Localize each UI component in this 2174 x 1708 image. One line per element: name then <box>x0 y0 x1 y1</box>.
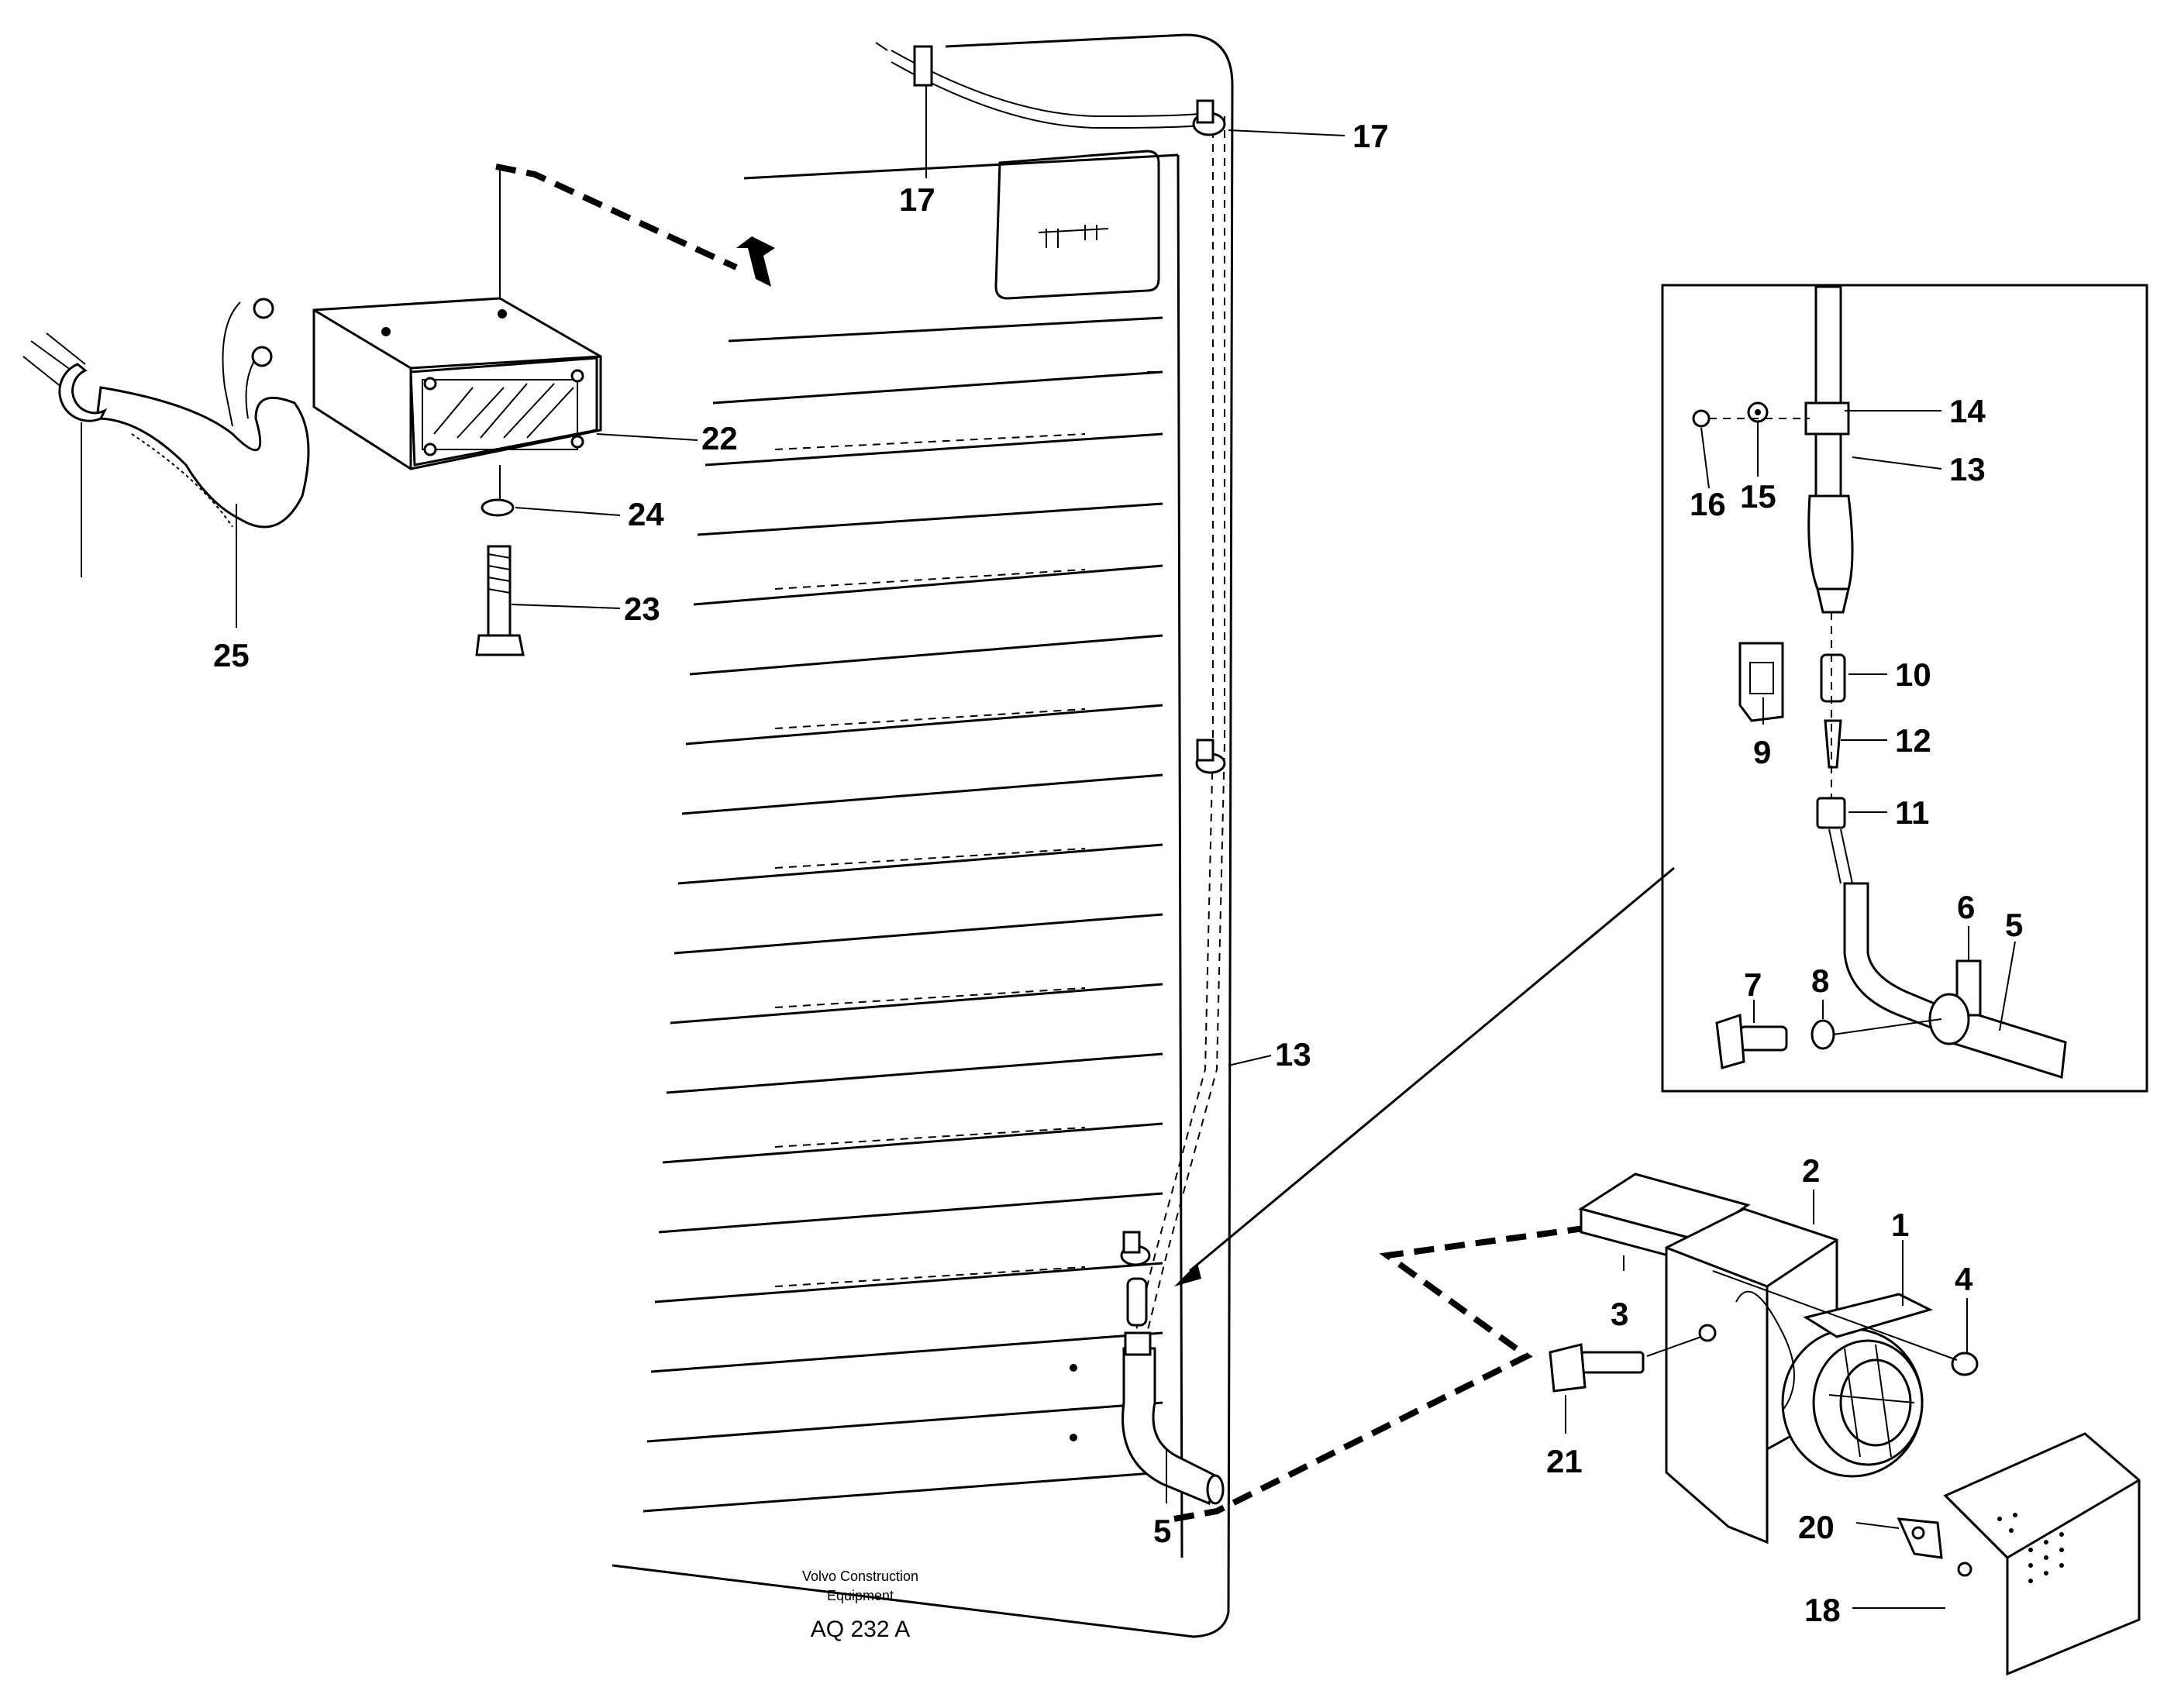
callout-13-inset: 13 <box>1949 451 1986 487</box>
side-panel <box>612 33 1234 1638</box>
mount-dashes <box>495 164 775 310</box>
callout-3: 3 <box>1611 1296 1628 1332</box>
callout-14: 14 <box>1949 393 1986 429</box>
callout-5-panel: 5 <box>1153 1513 1171 1549</box>
callout-21: 22 <box>701 420 738 456</box>
callout-20: 21 <box>1546 1443 1583 1479</box>
figure-caption: Volvo Construction Equipment AQ 232 A <box>802 1569 918 1642</box>
callout-2: 2 <box>1802 1152 1820 1189</box>
cable-13 <box>875 42 1226 1334</box>
callout-22: 23 <box>624 591 660 627</box>
callout-1: 1 <box>1891 1207 1909 1243</box>
callout-4: 4 <box>1955 1261 1973 1297</box>
callout-6: 6 <box>1957 889 1975 925</box>
callouts: 17 17 22 24 23 25 13 5 14 13 16 15 10 9 … <box>213 118 2023 1628</box>
callout-13-panel: 13 <box>1275 1036 1311 1073</box>
figure-code: AQ 232 A <box>811 1617 910 1642</box>
publisher-line-1: Volvo Construction <box>802 1569 918 1584</box>
louvres <box>643 316 1163 1513</box>
publisher-line-2: Equipment <box>827 1588 894 1603</box>
callout-18: 18 <box>1804 1592 1841 1628</box>
lamp-21 <box>312 297 602 656</box>
callout-11: 11 <box>1895 794 1929 831</box>
callout-12: 12 <box>1895 722 1931 759</box>
callout-17-right: 17 <box>1352 118 1389 154</box>
callout-24: 25 <box>213 637 250 673</box>
cable-5 <box>1121 1331 1225 1506</box>
callout-17-top: 17 <box>899 181 935 218</box>
callout-19: 20 <box>1798 1509 1835 1545</box>
callout-23: 24 <box>628 496 664 532</box>
leader-lines <box>81 85 2016 1609</box>
callout-10: 10 <box>1895 656 1931 693</box>
detail-inset <box>1174 284 2148 1286</box>
callout-9: 9 <box>1753 734 1771 770</box>
callout-8: 8 <box>1811 962 1829 999</box>
callout-15: 15 <box>1740 478 1776 515</box>
cable-24 <box>22 298 310 529</box>
buzzer-assembly <box>1173 1173 2141 1676</box>
callout-16: 16 <box>1690 486 1726 522</box>
callout-7: 7 <box>1744 966 1762 1003</box>
callout-5-inset: 5 <box>2005 907 2023 943</box>
